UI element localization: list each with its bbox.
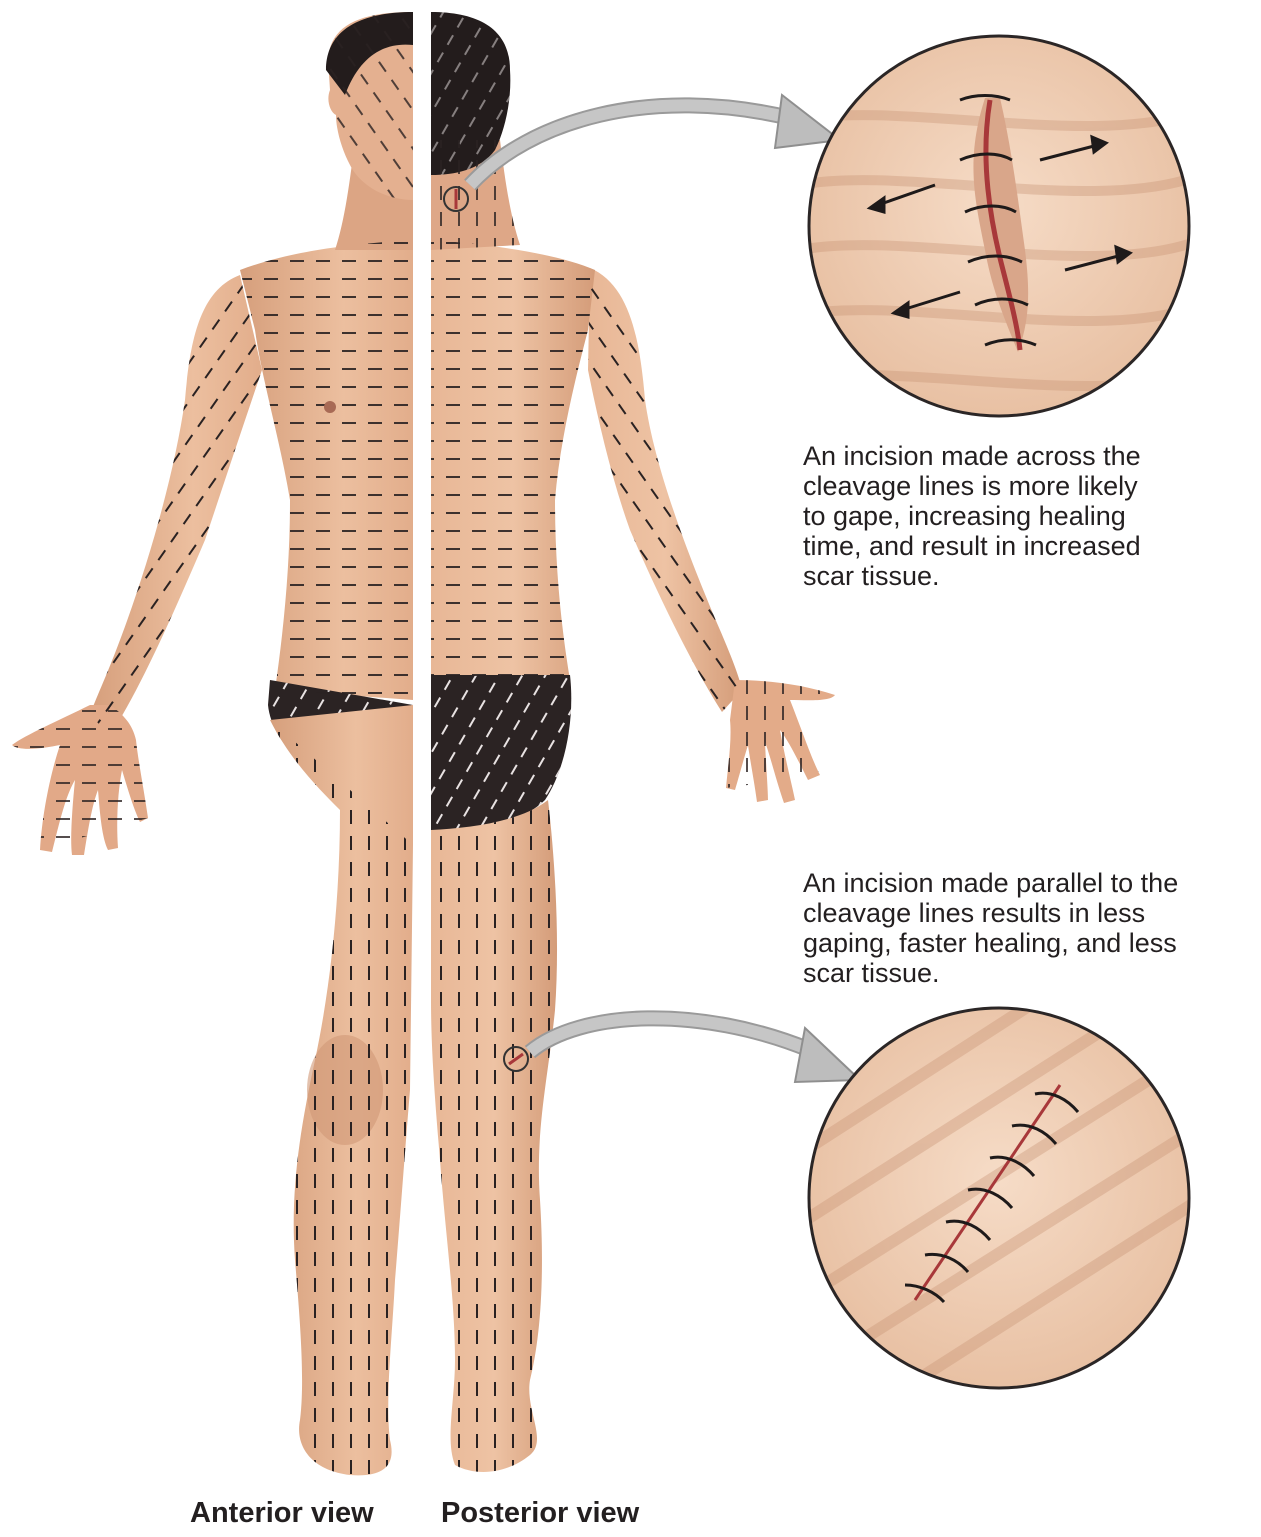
caption-line: cleavage lines results in less [803,898,1253,928]
zoom-incision-parallel [790,960,1230,1410]
caption-line: An incision made across the [803,441,1243,471]
caption-line: time, and result in increased [803,531,1243,561]
zoom-incision-across [800,36,1200,416]
caption-line: scar tissue. [803,958,1253,988]
arrow-to-bottom-zoom [530,1018,860,1082]
view-divider [413,0,431,1480]
caption-incision-parallel: An incision made parallel to the cleavag… [803,868,1253,988]
caption-line: cleavage lines is more likely [803,471,1243,501]
caption-line: scar tissue. [803,561,1243,591]
anterior-view-label: Anterior view [190,1497,374,1530]
caption-line: to gape, increasing healing [803,501,1243,531]
arrow-to-top-zoom [470,95,840,185]
caption-incision-across: An incision made across the cleavage lin… [803,441,1243,591]
posterior-view-label: Posterior view [441,1497,639,1530]
caption-line: gaping, faster healing, and less [803,928,1253,958]
caption-line: An incision made parallel to the [803,868,1253,898]
anterior-body [12,12,413,1475]
posterior-body [431,12,835,1472]
